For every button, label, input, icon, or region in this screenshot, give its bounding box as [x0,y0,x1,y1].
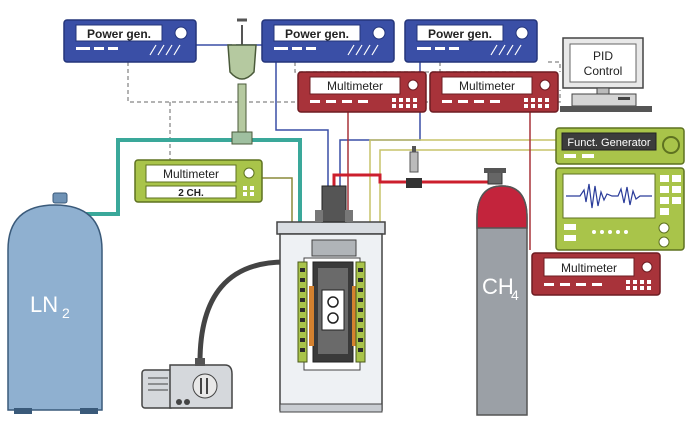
power-gen-2-label: Power gen. [285,27,349,41]
waveform-trace [566,183,652,209]
ch4-gas-cylinder: CH 4 [476,168,528,416]
ln2-separator [227,18,257,145]
power-generator-2: Power gen. [261,19,395,63]
oscilloscope [555,167,685,251]
gas-valve [406,146,422,188]
ln2-dewar: LN 2 [7,192,103,414]
funct-generator-label: Funct. Generator [567,137,650,149]
cryostat-vessel [276,185,386,413]
vacuum-pump [141,358,233,409]
multimeter-3-two-channel: Multimeter 2 CH. [134,159,263,203]
multimeter-4-label: Multimeter [561,261,617,275]
ch4-subscript: 4 [511,287,519,303]
pid-control-computer: PID Control [560,37,652,112]
power-gen-1-label: Power gen. [87,27,151,41]
ln2-label: LN [30,292,58,317]
power-generator-1: Power gen. [63,19,197,63]
multimeter-1-label: Multimeter [327,79,383,93]
control-line-2 [294,62,520,73]
ch4-label: CH [482,274,514,299]
two-channel-label: 2 CH. [178,188,204,199]
control-line-4 [548,61,561,72]
pid-label-line1: PID [593,49,613,63]
keyboard-icon [560,106,652,112]
multimeter-4: Multimeter [531,252,661,296]
olive-wire-2 [379,149,556,240]
pid-label-line2: Control [584,64,623,78]
ln2-subscript: 2 [62,305,70,321]
power-generator-3: Power gen. [404,19,538,63]
multimeter-3-label: Multimeter [163,167,219,181]
power-gen-3-label: Power gen. [428,27,492,41]
multimeter-1: Multimeter [297,71,427,113]
multimeter-2: Multimeter [429,71,559,113]
function-generator: Funct. Generator [555,127,685,165]
olive-wire-3 [369,139,556,235]
vacuum-hose [197,259,286,363]
multimeter-2-label: Multimeter [459,79,515,93]
